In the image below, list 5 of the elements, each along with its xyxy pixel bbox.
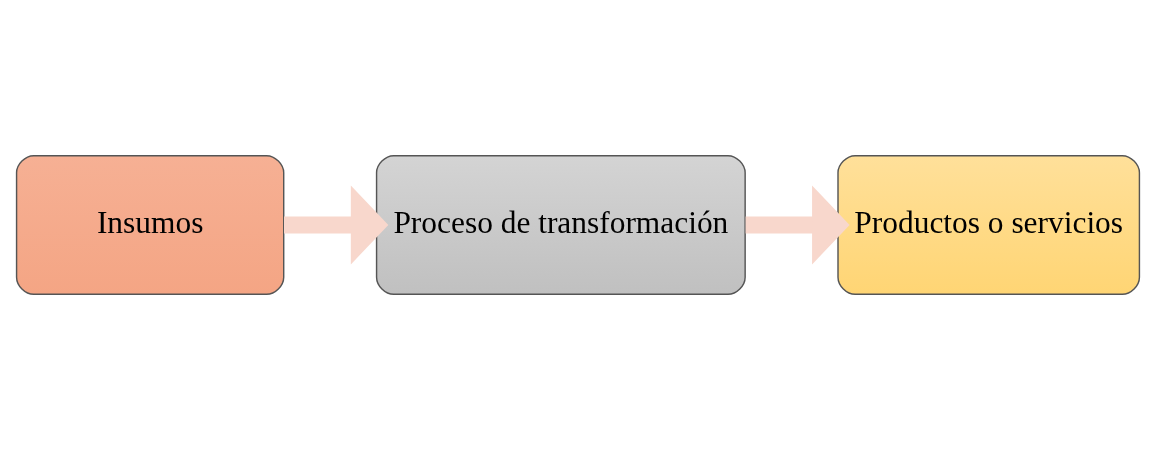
- node-box: Productos o servicios: [837, 155, 1141, 295]
- arrow: [745, 185, 850, 265]
- node-box: Proceso de transformación: [375, 155, 746, 295]
- arrow: [284, 185, 389, 265]
- node-box: Insumos: [15, 155, 285, 295]
